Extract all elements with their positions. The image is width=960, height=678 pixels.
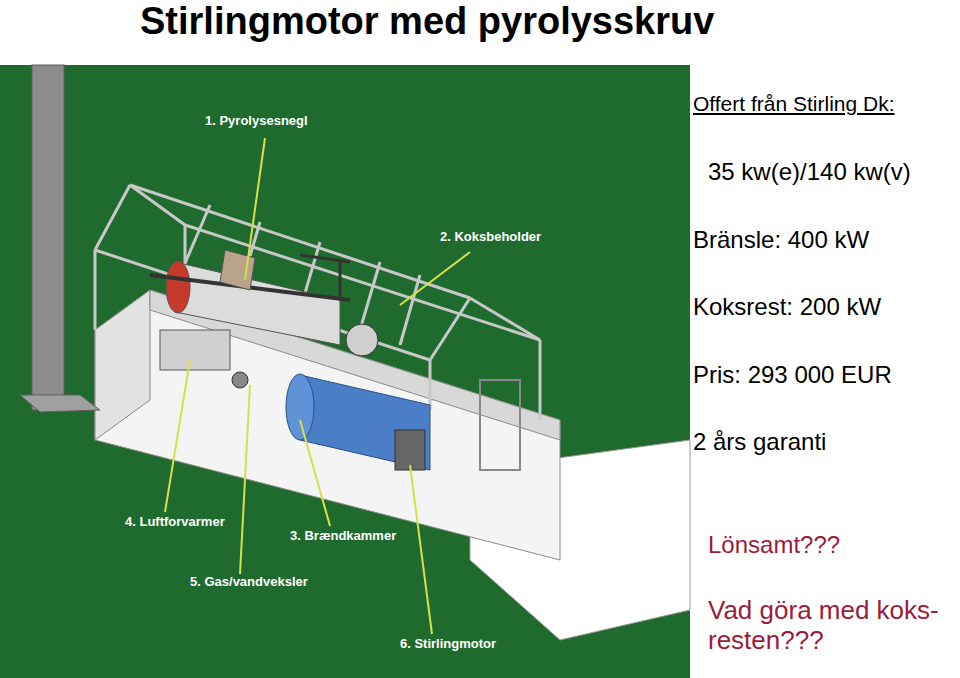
chimney bbox=[32, 65, 64, 410]
blue-tank-end bbox=[286, 374, 314, 440]
spec-text: Bränsle: 400 kW bbox=[693, 226, 869, 254]
offer-heading: Offert från Stirling Dk: bbox=[693, 92, 895, 116]
wheel bbox=[346, 324, 378, 356]
blue-tank bbox=[300, 375, 430, 470]
pipe bbox=[339, 262, 342, 300]
spec-text: Pris: 293 000 EUR bbox=[693, 361, 892, 389]
air-preheater bbox=[160, 330, 230, 370]
callout-label: 4. Luftforvarmer bbox=[125, 515, 225, 530]
building-end-wall bbox=[95, 290, 150, 440]
callout-label: 5. Gas/vandveksler bbox=[190, 575, 308, 590]
callout-label: 1. Pyrolysesnegl bbox=[205, 114, 308, 129]
leader-lines bbox=[165, 138, 470, 634]
question-text: Lönsamt??? bbox=[708, 531, 840, 559]
valve bbox=[232, 372, 248, 388]
question-text: Vad göra med koks- resten??? bbox=[708, 596, 953, 656]
spec-text: 35 kw(e)/140 kw(v) bbox=[708, 158, 911, 186]
reactor-end bbox=[166, 261, 190, 313]
coke-container bbox=[220, 250, 255, 290]
stirling-unit bbox=[395, 430, 425, 470]
spec-text: 2 års garanti bbox=[693, 428, 826, 456]
pipe bbox=[300, 255, 350, 262]
page-title: Stirlingmotor med pyrolysskruv bbox=[140, 0, 714, 44]
callout-label: 6. Stirlingmotor bbox=[400, 637, 496, 652]
callout-label: 2. Koksbeholder bbox=[440, 230, 541, 245]
green-panel bbox=[0, 65, 690, 678]
spec-text: Koksrest: 200 kW bbox=[693, 293, 881, 321]
callout-label: 3. Brændkammer bbox=[290, 529, 396, 544]
chimney-base bbox=[20, 395, 100, 412]
door-frame bbox=[480, 380, 520, 470]
